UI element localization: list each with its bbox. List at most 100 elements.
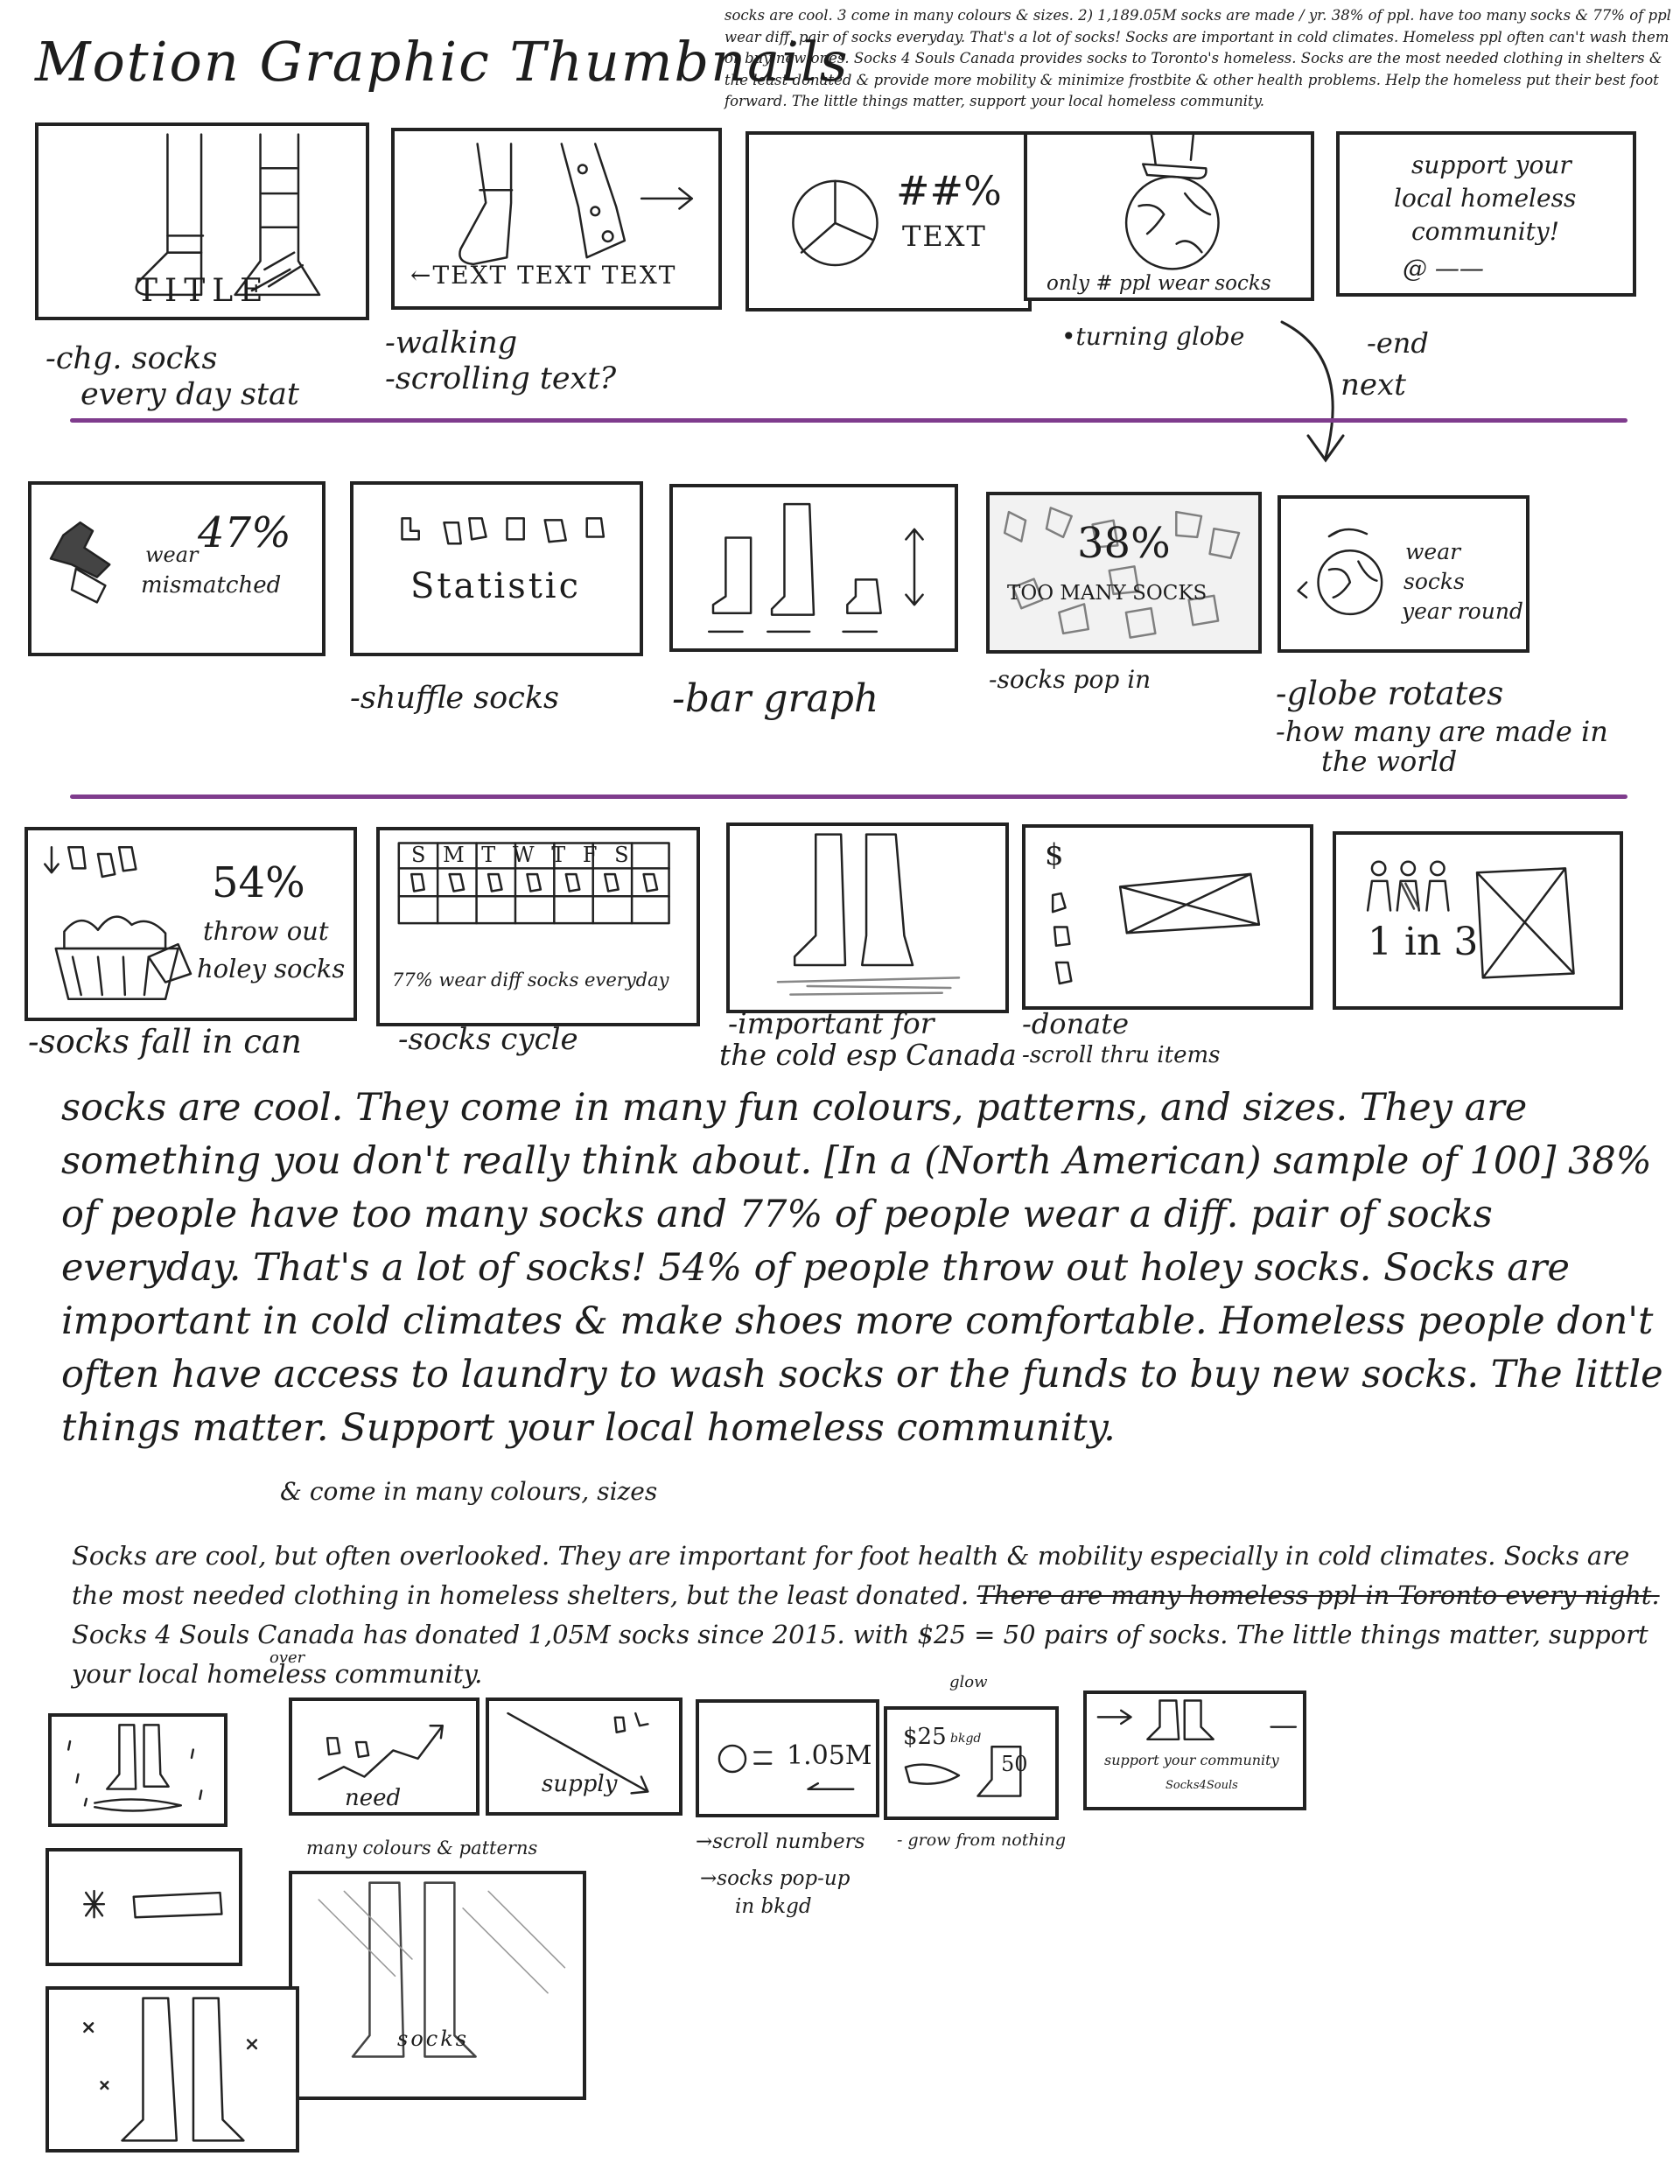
frame-donation-bkgd: bkgd bbox=[950, 1732, 982, 1746]
cold-feet-sketch bbox=[776, 833, 961, 996]
storyboard-frame-need: need bbox=[289, 1698, 480, 1816]
calendar-stat: 77% wear diff socks everyday bbox=[392, 970, 669, 990]
script-insertion-over: over bbox=[270, 1648, 305, 1667]
storyboard-frame-title: TITLE bbox=[35, 122, 369, 320]
frame-support-text: support your community bbox=[1104, 1752, 1279, 1768]
end-line-1: support your bbox=[1411, 150, 1572, 179]
next-arrow bbox=[1280, 320, 1345, 463]
end-line-3: community! bbox=[1411, 217, 1559, 246]
note-glow: glow bbox=[949, 1673, 988, 1691]
starry-socks-sketch bbox=[83, 1997, 258, 2142]
calendar-days: S M T W T F S bbox=[411, 843, 629, 867]
storyboard-frame-snowflake bbox=[46, 1848, 242, 1966]
storyboard-frame-bar-graph bbox=[669, 484, 958, 652]
mismatched-sock-sketch bbox=[49, 521, 111, 604]
script-draft-2-struck: There are many homeless ppl in Toronto e… bbox=[976, 1580, 1660, 1610]
storyboard-frame-supply: supply bbox=[486, 1698, 682, 1816]
number-counter-sketch bbox=[718, 1744, 855, 1791]
frame-stat-text: TEXT bbox=[902, 220, 987, 253]
holey-throw-out: throw out bbox=[203, 916, 329, 946]
falling-graph-sketch bbox=[507, 1712, 649, 1795]
storyboard-frame-too-many-socks: 38% TOO MANY SOCKS bbox=[986, 492, 1262, 654]
script-draft-2-part1: Socks are cool, but often overlooked. Th… bbox=[72, 1541, 1630, 1610]
people-and-box-sketch bbox=[1366, 860, 1575, 979]
storyboard-frame-donate: $ bbox=[1022, 824, 1313, 1010]
script-insertion: & come in many colours, sizes bbox=[280, 1477, 658, 1506]
frame-patterns-label: socks bbox=[397, 2026, 470, 2051]
storyboard-frame-cold bbox=[726, 822, 1009, 1013]
end-line-4: @ —— bbox=[1403, 254, 1484, 283]
statistic-label: Statistic bbox=[410, 566, 581, 606]
year-round-wear: wear bbox=[1405, 539, 1461, 564]
intro-lead: socks are cool. 3 come in many colours &… bbox=[724, 7, 1074, 24]
dollar-to-socks-sketch bbox=[904, 1746, 1022, 1797]
storyboard-frame-calendar: S M T W T F S 77% wear diff socks everyd… bbox=[376, 827, 700, 1026]
note-donate: -donate -scroll thru items bbox=[1022, 1007, 1221, 1068]
too-many-label: TOO MANY SOCKS bbox=[1007, 582, 1208, 605]
storyboard-frame-patterns: socks bbox=[289, 1871, 586, 2100]
section-divider-1 bbox=[70, 418, 1628, 423]
storyboard-frame-globe: only # ppl wear socks bbox=[1024, 131, 1314, 301]
holey-percent: 54% bbox=[212, 858, 305, 907]
donate-items-sketch bbox=[1051, 872, 1261, 985]
note-grow-from-nothing: - grow from nothing bbox=[897, 1830, 1067, 1850]
note-socks-cycle: -socks cycle bbox=[398, 1022, 578, 1057]
note-next: next bbox=[1340, 368, 1406, 402]
note-bar-graph: -bar graph bbox=[672, 676, 879, 721]
year-round-label: year round bbox=[1402, 598, 1523, 624]
donate-dollar: $ bbox=[1045, 837, 1064, 872]
mismatched-label: mismatched bbox=[141, 572, 282, 598]
storyboard-frame-one-in-three: 1 in 3 bbox=[1333, 831, 1623, 1010]
patterned-socks-sketch bbox=[318, 1881, 566, 2058]
holey-label: holey socks bbox=[197, 954, 346, 984]
frame-donation-dollars: $25 bbox=[903, 1724, 947, 1750]
rising-graph-sketch bbox=[318, 1724, 444, 1781]
frame-globe-text: only # ppl wear socks bbox=[1046, 272, 1271, 295]
storyboard-frame-stars bbox=[46, 1986, 299, 2152]
trash-can-socks-sketch bbox=[43, 846, 192, 1001]
storyboard-frame-year-round: wear socks year round bbox=[1278, 495, 1530, 653]
storyboard-frame-rain bbox=[48, 1713, 228, 1827]
note-turning-globe: •turning globe bbox=[1061, 322, 1245, 351]
storyboard-frame-scroll-numbers: 1.05M bbox=[696, 1699, 879, 1817]
snowflake-banner-sketch bbox=[83, 1889, 223, 1919]
storyboard-frame-stat: ##% TEXT bbox=[746, 131, 1032, 312]
frame-supply-label: supply bbox=[542, 1771, 618, 1797]
script-draft-2-part2: Socks 4 Souls Canada has donated 1,05M s… bbox=[72, 1620, 1648, 1689]
note-socks-fall: -socks fall in can bbox=[28, 1023, 302, 1060]
frame-support-brand: Socks4Souls bbox=[1166, 1779, 1238, 1792]
note-end: -end bbox=[1367, 326, 1429, 360]
scattered-socks-sketch bbox=[1003, 507, 1241, 639]
mismatched-percent: 47% bbox=[198, 508, 291, 557]
one-in-three: 1 in 3 bbox=[1368, 920, 1479, 964]
note-chg-socks: -chg. socks every day stat bbox=[46, 341, 299, 412]
end-line-2: local homeless bbox=[1394, 184, 1577, 213]
sock-bar-graph-sketch bbox=[707, 502, 924, 634]
frame-stat-percent: ##% bbox=[896, 167, 1002, 214]
storyboard-frame-donation: $25 50 bkgd bbox=[884, 1706, 1059, 1820]
storyboard-frame-support-community: support your community Socks4Souls bbox=[1083, 1690, 1306, 1810]
frame-scrolling-text: ←TEXT TEXT TEXT bbox=[410, 261, 677, 290]
note-in-bkgd: in bkgd bbox=[735, 1895, 812, 1918]
rotating-globe-sketch bbox=[1297, 528, 1383, 616]
globe-sketch bbox=[1124, 135, 1220, 270]
note-socks-pop-in: -socks pop in bbox=[989, 665, 1152, 694]
year-round-socks: socks bbox=[1404, 569, 1465, 594]
script-draft-2: Socks are cool, but often overlooked. Th… bbox=[72, 1536, 1673, 1694]
storyboard-frame-walking: ←TEXT TEXT TEXT bbox=[391, 128, 722, 310]
intro-lead-extra: 2) 1,189.05M socks are made / yr. 38% of… bbox=[724, 7, 1671, 109]
frame-need-label: need bbox=[345, 1785, 402, 1811]
note-important-cold: -important for the cold esp Canada bbox=[719, 1006, 1017, 1072]
walking-socks-sketch bbox=[458, 143, 694, 266]
note-socks-pop-up: →socks pop-up bbox=[700, 1867, 850, 1890]
sock-calendar-sketch bbox=[397, 842, 670, 925]
note-shuffle-socks: -shuffle socks bbox=[350, 681, 560, 716]
script-draft-1: socks are cool. They come in many fun co… bbox=[61, 1086, 1663, 1450]
note-scroll-numbers: →scroll numbers bbox=[696, 1830, 865, 1853]
storyboard-frame-statistic: Statistic bbox=[350, 481, 643, 656]
socks-legs-sketch bbox=[135, 133, 321, 297]
shuffle-socks-sketch bbox=[401, 517, 606, 545]
too-many-percent: 38% bbox=[1077, 519, 1171, 568]
section-divider-2 bbox=[70, 794, 1628, 799]
pie-chart-sketch bbox=[792, 179, 878, 267]
